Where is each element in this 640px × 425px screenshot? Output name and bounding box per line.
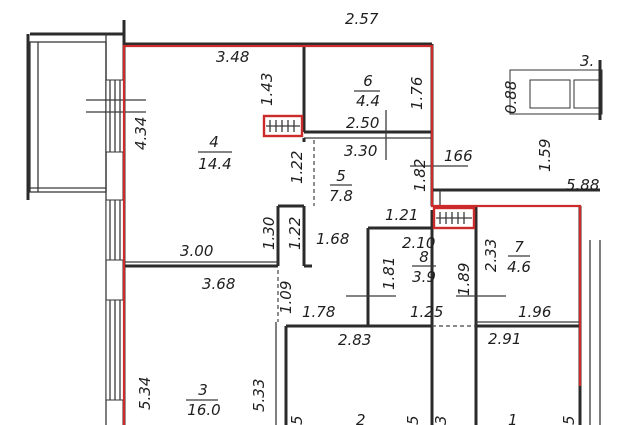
dimension-label: 1.22: [286, 217, 304, 250]
dimension-label: 3.00: [180, 242, 213, 260]
room-number: 5: [336, 167, 346, 185]
cropped-label: 5: [404, 415, 422, 425]
dimension-label: 5.34: [136, 377, 154, 410]
dimension-label: 2.50: [346, 114, 379, 132]
dimension-label: 166: [444, 147, 473, 165]
cropped-label: 3.: [580, 52, 594, 70]
cropped-label: 1: [508, 411, 518, 425]
dimension-label: 1.78: [302, 303, 335, 321]
dimension-label: 1.43: [258, 73, 276, 106]
area-underlines: [186, 90, 530, 401]
vent-shaft-left: [262, 114, 304, 138]
dimension-label: 1.21: [385, 206, 418, 224]
vent-shaft-right: [432, 206, 476, 230]
dimension-label: 2.57: [345, 10, 379, 28]
room-area: 4.4: [356, 92, 380, 110]
dimension-label: 1.25: [410, 303, 443, 321]
dimension-label: 2.10: [402, 234, 435, 252]
room-number: 6: [363, 72, 373, 90]
dimension-label: 1.89: [455, 263, 473, 296]
room-number: 3: [198, 381, 208, 399]
dimension-label: 1.96: [518, 303, 551, 321]
dimension-label: 2.91: [488, 330, 521, 348]
dimension-label: 2.83: [338, 331, 371, 349]
room-number: 4: [209, 133, 219, 151]
dimension-label: 5.33: [250, 379, 268, 412]
dimension-label: 1.22: [288, 151, 306, 184]
door-openings: [277, 140, 476, 327]
window-unit-top-right: [509, 60, 603, 120]
dimension-label: 3.30: [344, 142, 377, 160]
dimension-label: 1.76: [408, 77, 426, 110]
dimension-label: 1.68: [316, 230, 349, 248]
room-number: 7: [514, 238, 524, 256]
room-area: 7.8: [329, 187, 353, 205]
cropped-label: 5: [560, 415, 578, 425]
cropped-label: 2: [356, 411, 366, 425]
dimension-label: 4.34: [132, 117, 150, 150]
room-labels: 4 14.4 6 4.4 5 7.8 8 3.9 7 4.6 3 16.0: [187, 72, 531, 419]
cropped-label: 5: [288, 415, 306, 425]
walls: [26, 20, 601, 425]
dimension-label: 2.33: [482, 239, 500, 272]
dimension-label: 1.82: [411, 159, 429, 192]
room-area: 3.9: [412, 268, 436, 286]
dimension-label: 1.30: [260, 217, 278, 250]
dimension-label: 1.59: [536, 139, 554, 172]
cropped-label: 3: [432, 415, 450, 425]
dimension-label: 1.09: [277, 281, 295, 314]
left-windows: [86, 79, 146, 401]
room-number: 8: [419, 248, 429, 266]
dimension-labels: 2.57 3.48 1.43 1.76 2.50 3.30 4.34 1.22 …: [132, 10, 599, 412]
room-area: 16.0: [187, 401, 220, 419]
room-area: 14.4: [198, 155, 231, 173]
cropped-labels: 3. 5 2 5 1 5 3: [288, 52, 594, 425]
dimension-label: 0.88: [502, 81, 520, 114]
dimension-label: 5.88: [566, 176, 599, 194]
dimension-label: 1.81: [380, 257, 398, 290]
room-area: 4.6: [507, 258, 531, 276]
dimension-label: 3.68: [202, 275, 235, 293]
dimension-label: 3.48: [216, 48, 249, 66]
apartment-outline: [122, 44, 582, 425]
